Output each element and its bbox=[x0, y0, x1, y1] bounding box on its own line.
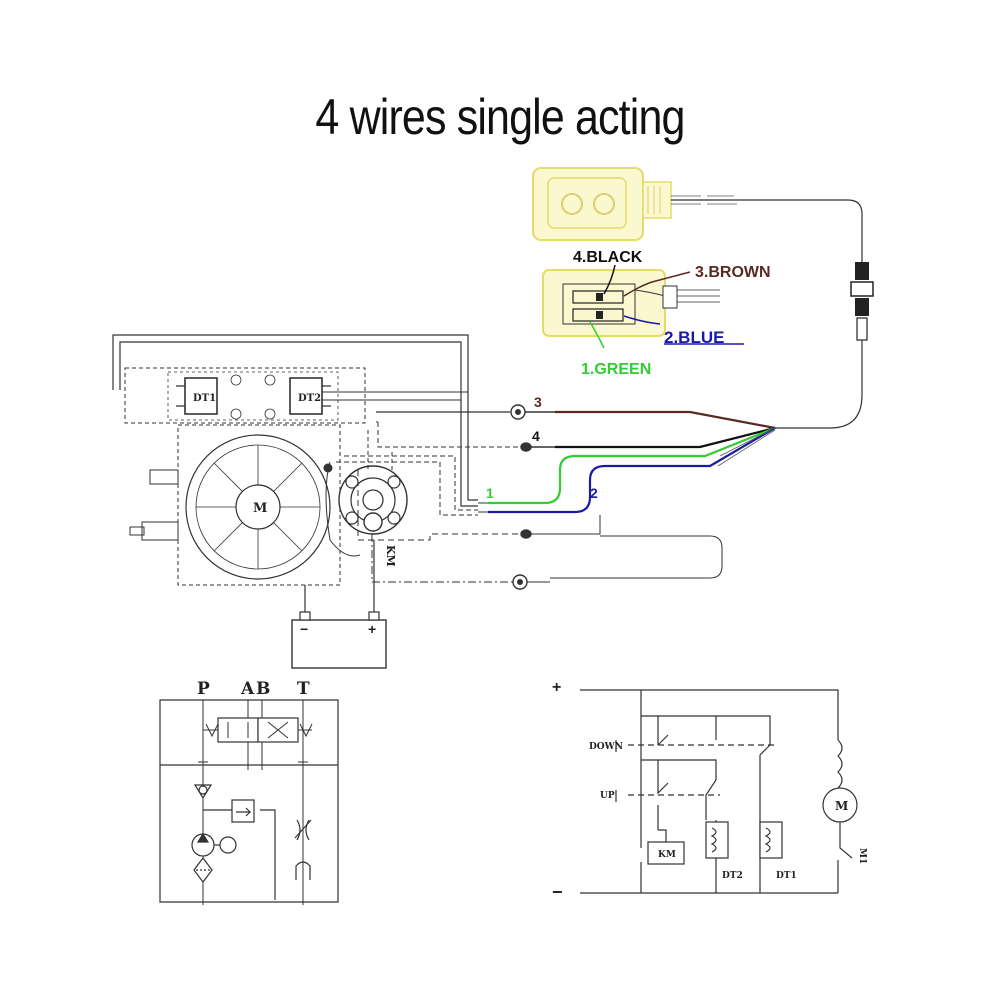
pendant-control bbox=[532, 167, 874, 429]
up-button-icon[interactable] bbox=[561, 193, 583, 215]
wire-label-black: 4.BLACK bbox=[573, 249, 643, 266]
hydraulic-schematic bbox=[159, 699, 339, 905]
electrical-schematic bbox=[580, 689, 858, 894]
switch-detail bbox=[542, 264, 720, 349]
wire-number-2: 2 bbox=[590, 485, 598, 501]
wire-number-4: 4 bbox=[532, 428, 540, 444]
diagram-title: 4 wires single acting bbox=[315, 89, 685, 145]
battery-plus: + bbox=[368, 621, 376, 637]
battery-minus: − bbox=[300, 621, 308, 637]
motor-label: M bbox=[253, 501, 267, 516]
supply-minus: − bbox=[552, 882, 563, 902]
down-button-icon[interactable] bbox=[593, 193, 615, 215]
port-t: T bbox=[297, 679, 310, 699]
wire-terminals bbox=[376, 404, 723, 590]
dt1-schematic-label: DT1 bbox=[776, 871, 797, 881]
dt2-schematic-label: DT2 bbox=[722, 871, 743, 881]
contactor-label: KM bbox=[384, 545, 397, 567]
supply-plus: + bbox=[552, 679, 561, 696]
port-b: B bbox=[256, 679, 270, 699]
port-a: A bbox=[240, 679, 255, 699]
wire-number-3: 3 bbox=[534, 394, 542, 410]
power-unit bbox=[112, 334, 520, 612]
battery bbox=[291, 611, 387, 669]
dt2-label: DT2 bbox=[298, 393, 321, 404]
port-p: P bbox=[197, 679, 210, 699]
wire-label-green: 1.GREEN bbox=[581, 361, 651, 378]
motor-tag: M1 bbox=[857, 848, 867, 864]
wire-number-1: 1 bbox=[486, 485, 494, 501]
wire-label-blue: 2.BLUE bbox=[664, 328, 724, 347]
wire-label-brown: 3.BROWN bbox=[695, 264, 771, 281]
wire-bundle bbox=[488, 410, 776, 514]
down-label: DOWN bbox=[589, 742, 623, 752]
km-label: KM bbox=[658, 850, 676, 860]
motor-schematic-label: M bbox=[835, 799, 848, 813]
dt1-label: DT1 bbox=[193, 393, 216, 404]
up-label: UP bbox=[600, 791, 615, 801]
